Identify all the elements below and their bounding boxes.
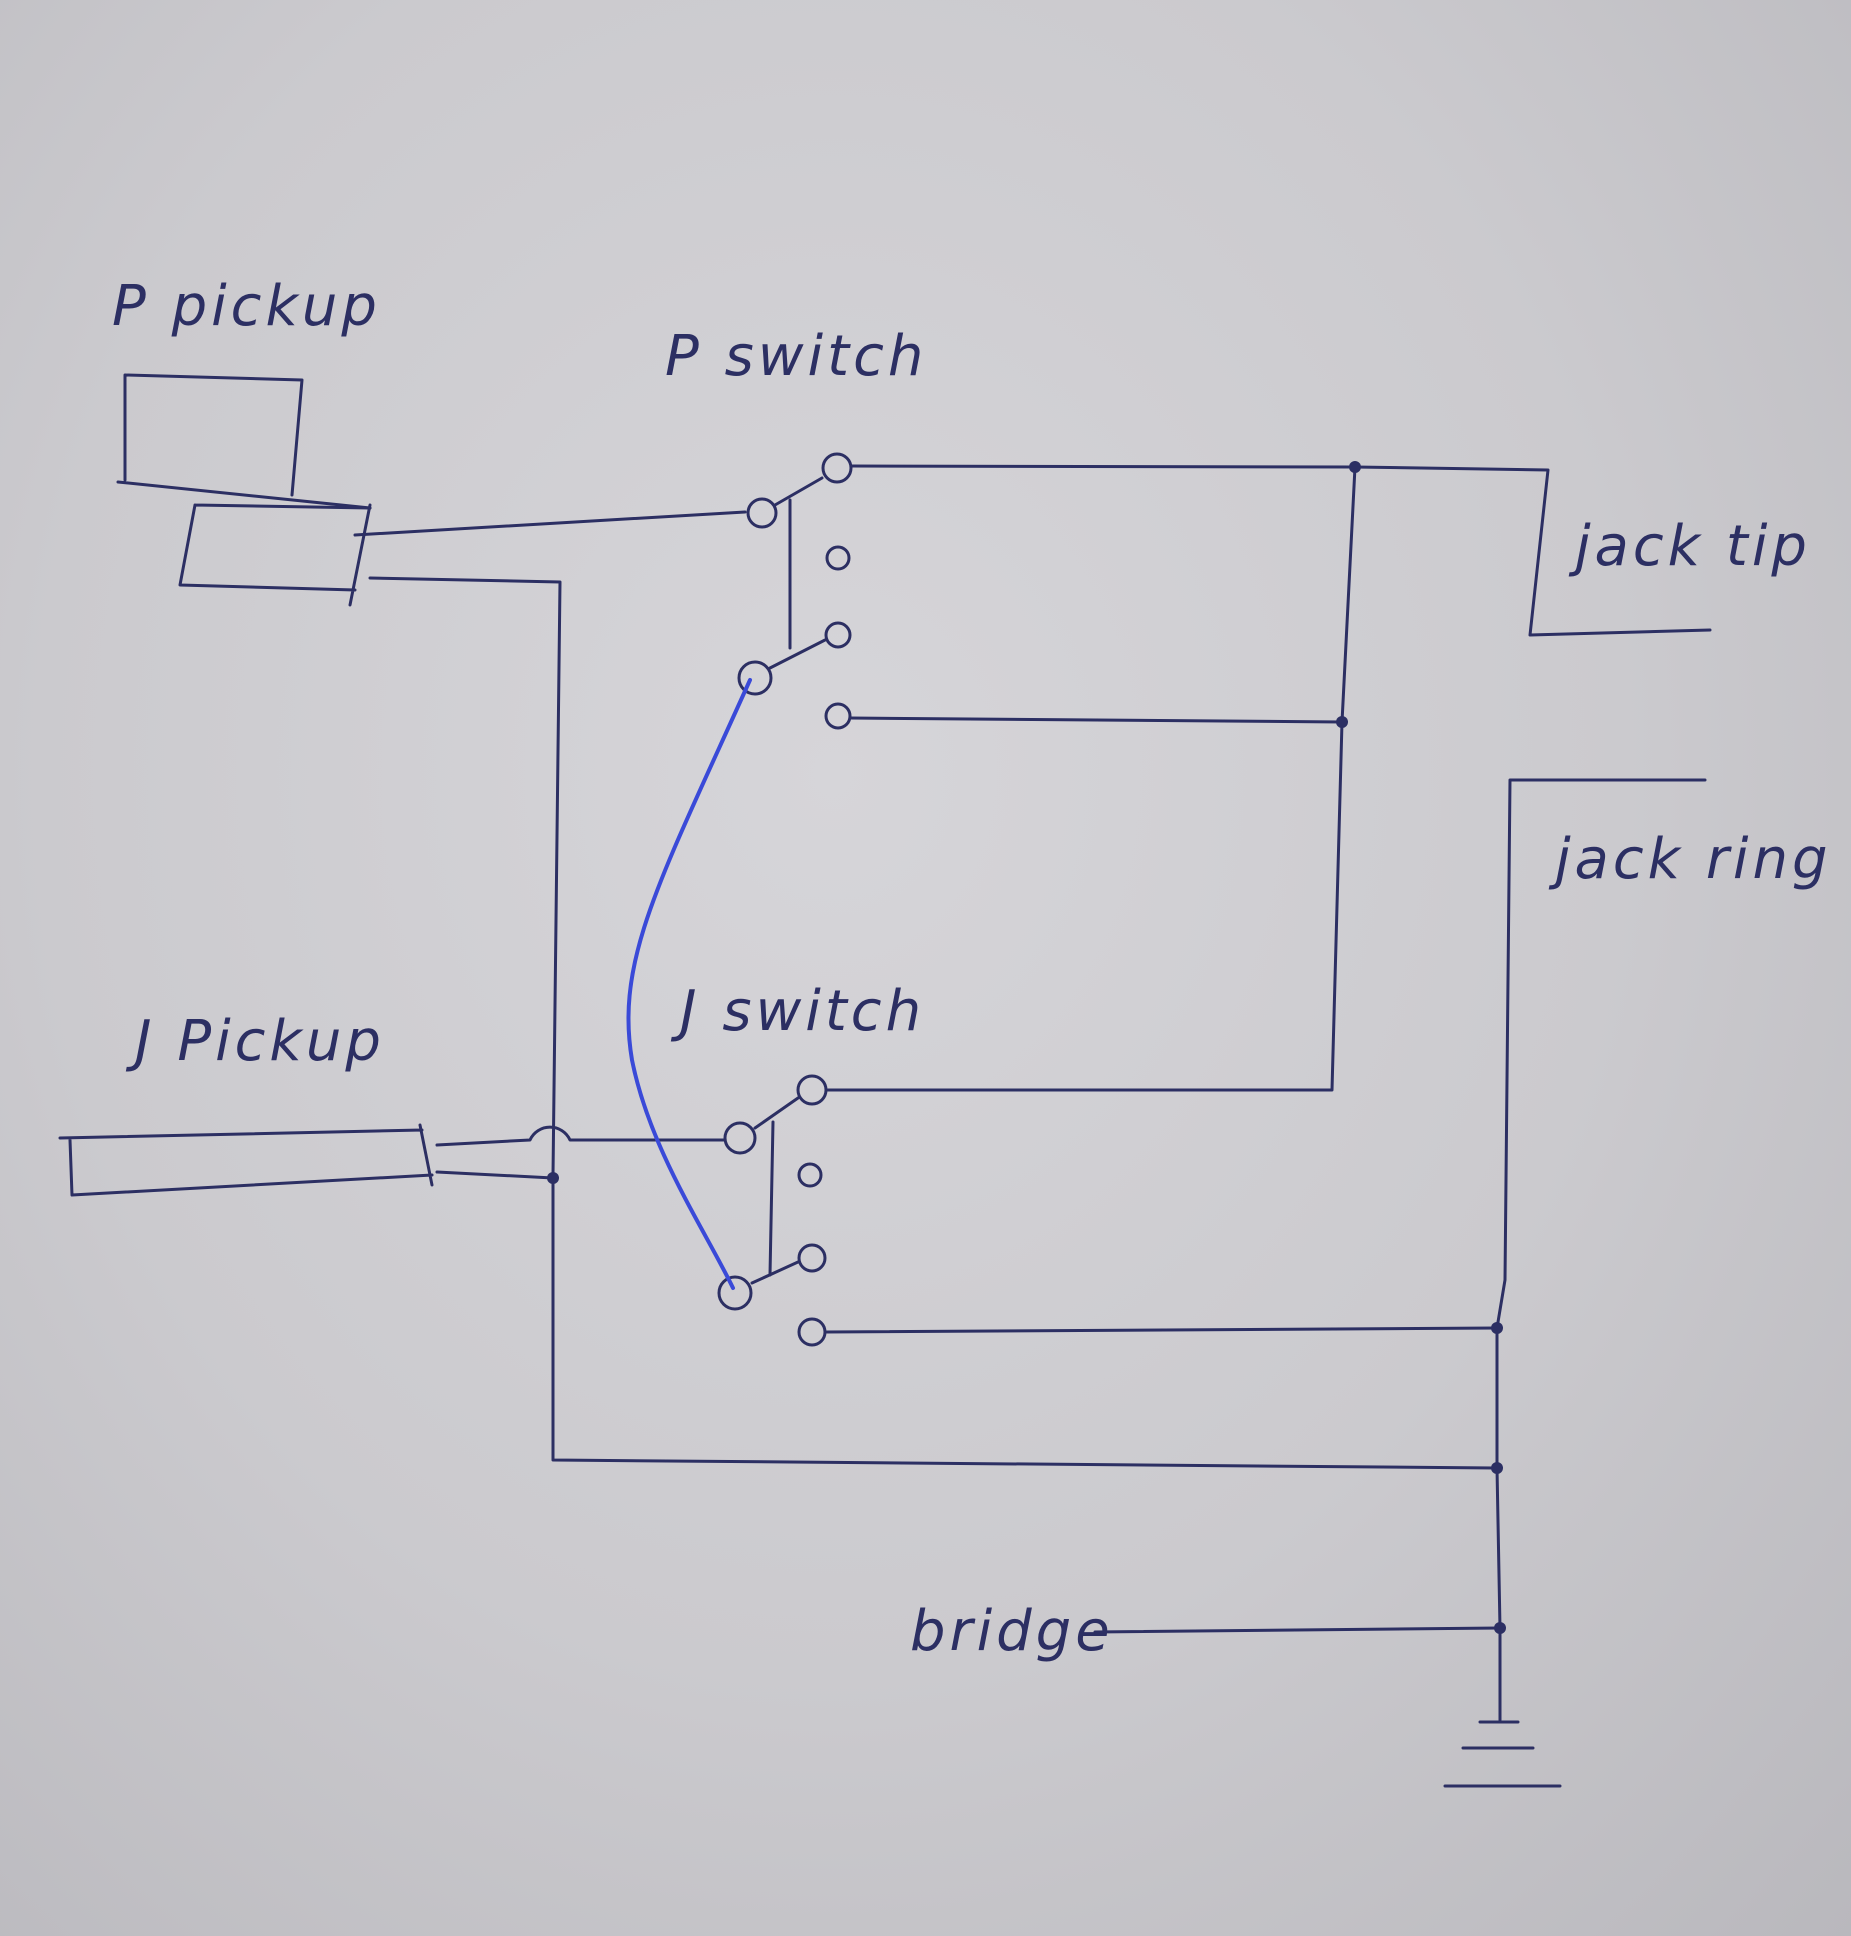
wire-j-lug4: [824, 1326, 1499, 1334]
p-pickup-upper-coil: [116, 373, 372, 510]
p-switch-lever-upper: [773, 476, 824, 507]
p-switch-lug-4: [824, 702, 852, 730]
junctions: [547, 461, 1506, 1634]
j-switch-common-upper: [723, 1121, 757, 1155]
j-switch-lug-2: [797, 1162, 823, 1188]
blue-jumper-wire: [626, 678, 752, 1290]
p-switch-lever-lower: [768, 638, 827, 670]
wire-p-out-top: [849, 464, 1712, 637]
junction-p-lug4: [1336, 716, 1348, 728]
wire-tip-bus: [824, 465, 1357, 1092]
p-switch: [737, 452, 853, 730]
jack-ring-label: jack ring: [1548, 827, 1832, 892]
j-switch-lug-1: [796, 1074, 828, 1106]
p-switch-label: P switch: [665, 324, 927, 389]
wire-j-hot: [435, 1125, 727, 1147]
junction-j-pickup: [547, 1172, 559, 1184]
j-switch-lever-lower: [750, 1260, 800, 1285]
j-switch: [717, 1074, 828, 1347]
j-pickup-label: J Pickup: [125, 1009, 385, 1074]
wire-p-lug4: [848, 716, 1344, 724]
p-pickup-lower-coil: [178, 503, 372, 607]
j-switch-common-lower: [717, 1275, 753, 1311]
j-switch-label: J switch: [670, 979, 925, 1044]
j-switch-lever-upper: [753, 1096, 800, 1130]
wires: [353, 464, 1712, 1788]
j-switch-lug-4: [797, 1317, 827, 1347]
p-pickup-label: P pickup: [112, 274, 381, 339]
bridge-label: bridge: [910, 1599, 1114, 1664]
junction-ground-rail: [1491, 1462, 1503, 1474]
wire-p-hot: [353, 510, 747, 537]
wire-p-ground: [368, 576, 1497, 1470]
p-switch-lug-1: [821, 452, 853, 484]
jack-tip-label: jack tip: [1568, 514, 1811, 579]
p-switch-common-lower: [737, 660, 773, 696]
junction-tip: [1349, 461, 1361, 473]
wire-j-ground: [435, 1170, 555, 1180]
wire-bridge: [1093, 1626, 1502, 1634]
j-switch-bridge: [768, 1120, 775, 1277]
p-switch-lug-2: [825, 545, 851, 571]
junction-bridge: [1494, 1622, 1506, 1634]
j-pickup: [58, 1123, 434, 1197]
ground-symbol: [1443, 1720, 1562, 1788]
wire-ring-bus: [1495, 778, 1707, 1722]
j-switch-lug-3: [797, 1243, 827, 1273]
p-switch-lug-3: [824, 621, 852, 649]
p-switch-common-upper: [746, 497, 778, 529]
junction-j-lug4: [1491, 1322, 1503, 1334]
j-pickup-body: [58, 1123, 434, 1197]
p-pickup: [116, 373, 372, 607]
